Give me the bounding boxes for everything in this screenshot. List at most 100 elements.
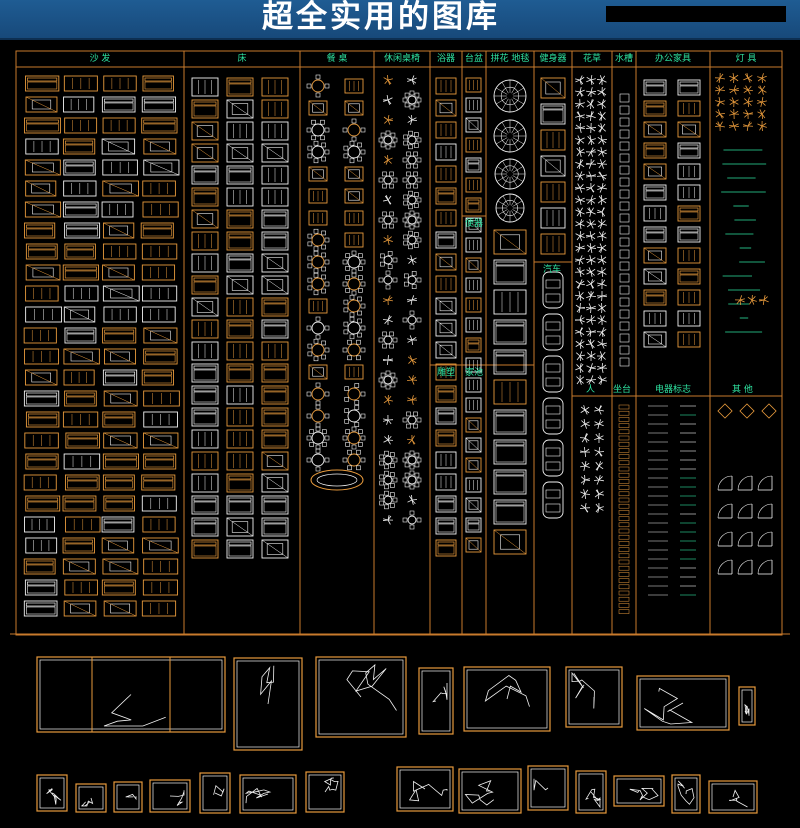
cad-symbol <box>644 122 666 137</box>
cad-symbol <box>494 500 526 524</box>
framed-artwork <box>37 775 67 811</box>
cad-symbol <box>379 332 397 348</box>
cad-symbol <box>384 435 393 444</box>
cad-symbol <box>403 451 421 469</box>
cad-symbol <box>466 378 481 392</box>
cad-symbol <box>436 232 456 248</box>
cad-symbol <box>262 78 288 96</box>
cad-symbol <box>345 233 363 247</box>
cad-symbol <box>494 120 526 152</box>
cad-symbol <box>678 101 700 116</box>
cad-symbol <box>383 95 392 105</box>
car-icon <box>543 356 563 392</box>
cad-symbol <box>104 76 136 91</box>
cad-symbol <box>407 375 417 384</box>
cad-symbol <box>262 188 288 206</box>
cad-symbol <box>383 315 393 325</box>
cad-symbol <box>619 517 629 521</box>
cad-symbol <box>436 276 456 292</box>
cad-symbol <box>103 412 135 427</box>
cad-symbol <box>644 269 666 284</box>
cad-symbol <box>580 503 590 512</box>
cad-symbol <box>436 298 456 314</box>
cad-symbol <box>644 227 666 242</box>
cad-symbol <box>408 495 417 505</box>
cad-symbol <box>143 76 173 91</box>
cad-symbol <box>576 375 583 385</box>
cad-symbol <box>383 235 392 245</box>
cad-symbol <box>63 538 94 553</box>
cad-symbol <box>541 182 565 202</box>
cad-symbol <box>619 535 629 539</box>
framed-artwork <box>397 767 453 811</box>
cad-symbol <box>678 80 700 95</box>
cad-symbol <box>24 391 58 406</box>
cad-symbol <box>619 417 629 421</box>
cad-symbol <box>307 427 329 449</box>
cad-symbol <box>262 298 288 316</box>
car-icon <box>543 314 563 350</box>
cad-symbol <box>495 159 525 189</box>
framed-artwork <box>576 771 606 813</box>
cad-symbol <box>404 191 421 209</box>
cad-symbol <box>144 559 178 574</box>
cad-symbol <box>586 111 596 121</box>
cad-symbol <box>104 391 137 406</box>
cad-symbol <box>262 452 288 470</box>
cad-symbol <box>64 370 94 385</box>
cad-symbol <box>345 101 363 115</box>
cad-symbol <box>63 202 98 217</box>
cad-symbol <box>262 496 288 514</box>
door-swing-symbol <box>718 532 732 546</box>
cad-symbol <box>619 566 629 570</box>
cad-symbol <box>466 258 481 272</box>
cad-symbol <box>383 415 393 425</box>
cad-symbol <box>597 87 606 96</box>
cad-symbol <box>192 298 218 316</box>
cad-symbol <box>743 110 753 119</box>
cad-symbol <box>644 332 666 347</box>
cad-symbol <box>262 100 288 118</box>
cad-symbol <box>25 118 61 133</box>
cad-symbol <box>619 448 629 452</box>
cad-symbol <box>227 320 253 338</box>
framed-artwork <box>150 780 190 812</box>
cad-symbol <box>436 320 456 336</box>
cad-symbol <box>144 349 177 364</box>
cad-symbol <box>436 342 456 358</box>
cad-symbol <box>380 471 397 489</box>
cad-symbol <box>227 408 253 426</box>
cad-symbol <box>587 363 596 373</box>
cad-symbol <box>192 474 218 492</box>
cad-symbol <box>541 234 565 254</box>
cad-symbol <box>619 492 629 496</box>
cad-symbol <box>620 202 629 210</box>
cad-symbol <box>619 430 629 434</box>
cad-symbol <box>494 470 526 494</box>
cad-symbol <box>575 363 583 373</box>
cad-symbol <box>466 538 481 552</box>
cad-symbol <box>644 164 666 179</box>
cad-symbol <box>192 430 218 448</box>
cad-symbol <box>104 307 136 322</box>
cad-symbol <box>25 202 60 217</box>
sublabel-electric: 电器标志 <box>655 382 691 395</box>
cad-symbol <box>620 130 629 138</box>
cad-symbol <box>644 206 666 221</box>
cad-symbol <box>494 230 526 254</box>
cad-symbol <box>25 433 59 448</box>
cad-symbol <box>384 115 393 125</box>
cad-symbol <box>620 358 629 366</box>
cad-symbol <box>103 181 139 196</box>
door-swing-symbol <box>738 476 752 490</box>
cad-symbol <box>620 214 629 222</box>
header-fitness: 健身器 <box>534 52 572 66</box>
cad-symbol <box>743 73 752 82</box>
header-sofa: 沙 发 <box>16 52 184 66</box>
cad-symbol <box>597 255 606 265</box>
cad-symbol <box>594 419 604 429</box>
cad-symbol <box>192 276 218 294</box>
cad-symbol <box>143 433 177 448</box>
cad-symbol <box>317 474 357 486</box>
cad-symbol <box>262 232 288 250</box>
